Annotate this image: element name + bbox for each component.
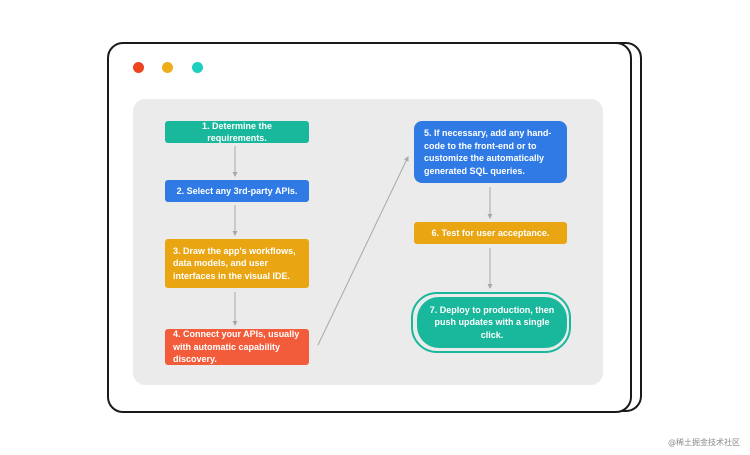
step-6-test-acceptance: 6. Test for user acceptance. xyxy=(414,222,567,244)
window-minimize-dot xyxy=(162,62,173,73)
step-5-hand-code: 5. If necessary, add any hand-code to th… xyxy=(414,121,567,183)
step-2-select-apis: 2. Select any 3rd-party APIs. xyxy=(165,180,309,202)
step-7-deploy-production: 7. Deploy to production, then push updat… xyxy=(417,297,567,348)
watermark: @稀土掘金技术社区 xyxy=(668,438,740,447)
step-3-draw-workflows: 3. Draw the app's workflows, data models… xyxy=(165,239,309,288)
window-close-dot xyxy=(133,62,144,73)
window-maximize-dot xyxy=(192,62,203,73)
arrow-4-to-5 xyxy=(317,156,409,346)
step-1-determine-requirements: 1. Determine the requirements. xyxy=(165,121,309,143)
step-4-connect-apis: 4. Connect your APIs, usually with autom… xyxy=(165,329,309,365)
